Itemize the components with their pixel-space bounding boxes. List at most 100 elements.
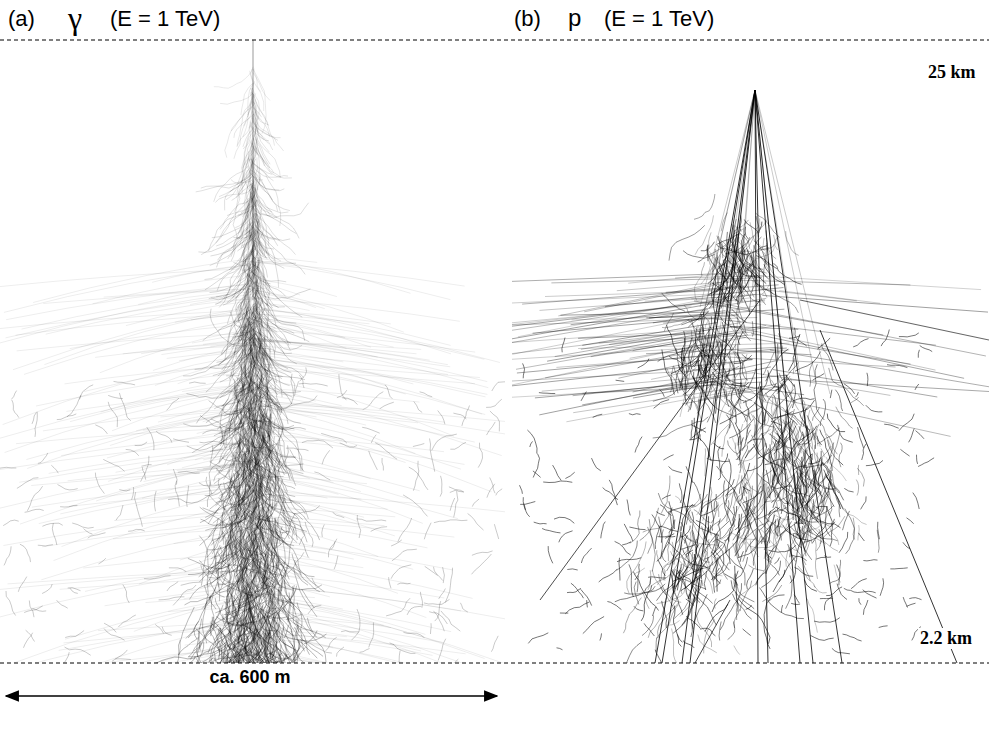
particle-track	[248, 349, 344, 362]
particle-track	[13, 305, 262, 370]
particle-track	[242, 592, 256, 598]
particle-track	[290, 449, 304, 471]
proton-shower	[512, 90, 989, 663]
particle-track	[203, 412, 244, 422]
particle-track	[445, 568, 452, 603]
particle-track	[198, 222, 251, 253]
particle-track	[390, 643, 416, 654]
particle-track	[246, 337, 487, 382]
particle-track	[254, 659, 367, 663]
particle-track	[272, 484, 295, 536]
particle-track	[434, 520, 468, 523]
particle-track	[233, 526, 251, 530]
particle-track	[251, 462, 408, 498]
particle-track	[123, 585, 129, 603]
particle-track	[278, 461, 279, 491]
particle-track	[443, 567, 445, 583]
particle-track	[256, 450, 371, 479]
particle-track	[392, 549, 417, 561]
particle-track	[234, 517, 428, 548]
particle-track	[294, 506, 320, 514]
particle-track	[230, 486, 234, 501]
particle-track	[292, 525, 295, 539]
particle-track	[755, 90, 842, 663]
particle-track	[253, 232, 258, 277]
particle-track	[434, 659, 459, 663]
particle-track	[238, 317, 347, 349]
particle-track	[256, 353, 448, 375]
particle-track	[128, 529, 145, 531]
particle-track	[44, 310, 245, 365]
particle-track	[243, 81, 255, 137]
particle-track	[261, 413, 271, 448]
particle-track	[32, 482, 249, 507]
particle-track	[4, 546, 11, 565]
particle-track	[269, 425, 271, 437]
particle-track	[251, 193, 308, 218]
particle-track	[146, 518, 281, 540]
particle-track	[357, 515, 361, 538]
particle-track	[253, 206, 299, 238]
particle-track	[226, 131, 254, 200]
particle-track	[244, 576, 285, 583]
particle-track	[65, 652, 70, 662]
particle-track	[0, 269, 242, 287]
particle-track	[266, 601, 505, 663]
particle-track	[265, 600, 451, 632]
particle-track	[295, 381, 299, 396]
particle-track	[155, 357, 259, 386]
particle-track	[450, 442, 466, 449]
particle-track	[262, 571, 427, 618]
particle-track	[267, 459, 420, 490]
particle-track	[342, 398, 357, 405]
particle-track	[382, 458, 383, 471]
particle-track	[96, 463, 247, 501]
particle-track	[245, 355, 483, 415]
particle-track	[0, 467, 16, 468]
particle-track	[229, 581, 234, 602]
particle-track	[391, 565, 411, 579]
particle-track	[258, 314, 370, 324]
particle-track	[438, 639, 446, 661]
particle-track	[192, 334, 252, 343]
particle-track	[116, 505, 123, 520]
particle-track	[210, 450, 223, 452]
particle-track	[494, 524, 498, 539]
particle-track	[232, 339, 417, 354]
particle-track	[201, 565, 211, 581]
particle-track	[490, 478, 495, 494]
particle-track	[420, 392, 433, 397]
particle-track	[3, 352, 259, 424]
particle-track	[340, 443, 357, 447]
particle-track	[251, 173, 278, 212]
particle-track	[341, 631, 359, 632]
particle-track	[116, 454, 244, 472]
particle-track	[478, 443, 482, 468]
particle-track	[299, 375, 304, 388]
particle-track	[17, 478, 39, 489]
particle-track	[208, 547, 222, 574]
particle-track	[105, 584, 286, 606]
particle-track	[357, 519, 386, 521]
particle-track	[95, 343, 232, 357]
particle-track	[26, 630, 35, 641]
particle-track	[6, 591, 16, 616]
particle-track	[252, 326, 394, 347]
particle-track	[27, 486, 42, 511]
particle-track	[181, 582, 202, 585]
particle-track	[254, 111, 264, 140]
particle-track	[57, 414, 77, 420]
particle-track	[253, 317, 345, 338]
particle-track	[363, 392, 384, 410]
particle-track	[371, 435, 376, 443]
particle-track	[182, 385, 242, 391]
particle-track	[371, 527, 387, 532]
particle-track	[42, 584, 52, 593]
particle-track	[173, 585, 196, 605]
particle-track	[159, 597, 185, 600]
particle-track	[260, 477, 284, 480]
particle-track	[214, 584, 236, 641]
particle-track	[154, 491, 156, 511]
particle-track	[46, 622, 255, 664]
particle-track	[413, 444, 424, 447]
